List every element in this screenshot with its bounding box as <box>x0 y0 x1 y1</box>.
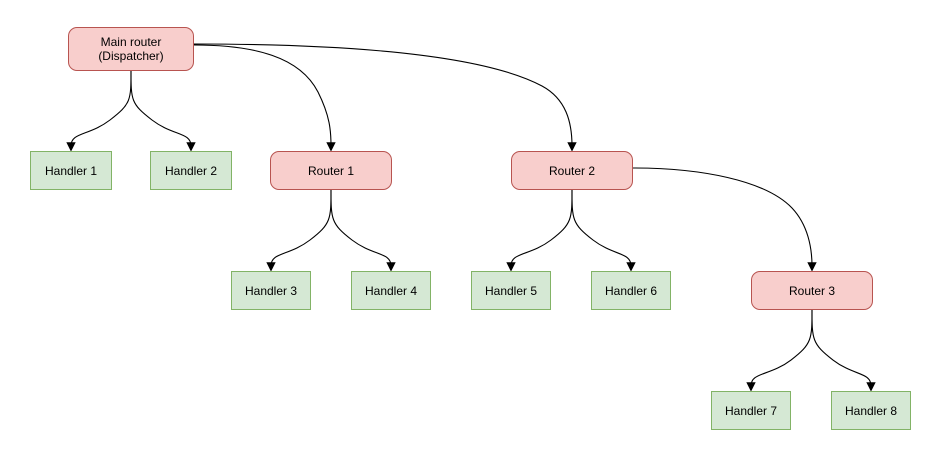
arrowhead-a-h5 <box>506 262 516 272</box>
node-label: Handler 3 <box>244 283 298 298</box>
node-handler-2[interactable]: Handler 2 <box>150 151 232 190</box>
arrowhead-a-r2 <box>567 142 577 152</box>
edge-e-main-h2 <box>130 70 192 147</box>
edge-e-main-h1 <box>70 70 132 147</box>
edge-e-main-r1 <box>193 44 332 147</box>
node-label: Handler 4 <box>364 283 418 298</box>
edge-e-r1-h3 <box>270 189 332 267</box>
arrowhead-a-h2 <box>186 142 196 152</box>
edge-e-r3-h8 <box>811 309 872 387</box>
arrowhead-a-h7 <box>746 382 756 392</box>
node-label: Handler 7 <box>724 403 778 418</box>
node-label: Handler 8 <box>844 403 898 418</box>
edge-e-r1-h4 <box>330 189 392 267</box>
arrowhead-a-h4 <box>386 262 396 272</box>
arrowhead-a-h3 <box>266 262 276 272</box>
node-handler-6[interactable]: Handler 6 <box>591 271 671 310</box>
arrowhead-a-r1 <box>326 142 336 152</box>
node-label: Handler 5 <box>484 283 538 298</box>
node-router-3[interactable]: Router 3 <box>751 271 873 310</box>
node-label: Main router (Dispatcher) <box>98 35 164 63</box>
edge-e-r2-h6 <box>571 189 632 267</box>
arrowhead-a-h8 <box>866 382 876 392</box>
node-label: Handler 2 <box>164 163 218 178</box>
node-label: Router 2 <box>548 163 596 178</box>
arrowhead-a-h6 <box>626 262 636 272</box>
node-handler-1[interactable]: Handler 1 <box>30 151 112 190</box>
edge-e-r3-h7 <box>750 309 813 387</box>
node-handler-5[interactable]: Handler 5 <box>471 271 551 310</box>
node-label: Router 1 <box>307 163 355 178</box>
node-router-2[interactable]: Router 2 <box>511 151 633 190</box>
node-label: Handler 6 <box>604 283 658 298</box>
node-handler-8[interactable]: Handler 8 <box>831 391 911 430</box>
edge-e-r2-r3 <box>632 167 813 267</box>
node-handler-7[interactable]: Handler 7 <box>711 391 791 430</box>
arrowhead-a-h1 <box>66 142 76 152</box>
arrowhead-a-r3 <box>807 262 817 272</box>
node-router-1[interactable]: Router 1 <box>270 151 392 190</box>
node-label: Router 3 <box>788 283 836 298</box>
node-handler-3[interactable]: Handler 3 <box>231 271 311 310</box>
node-handler-4[interactable]: Handler 4 <box>351 271 431 310</box>
node-label: Handler 1 <box>44 163 98 178</box>
edge-e-main-r2 <box>193 43 573 147</box>
node-main-router[interactable]: Main router (Dispatcher) <box>68 27 194 71</box>
edge-e-r2-h5 <box>510 189 573 267</box>
